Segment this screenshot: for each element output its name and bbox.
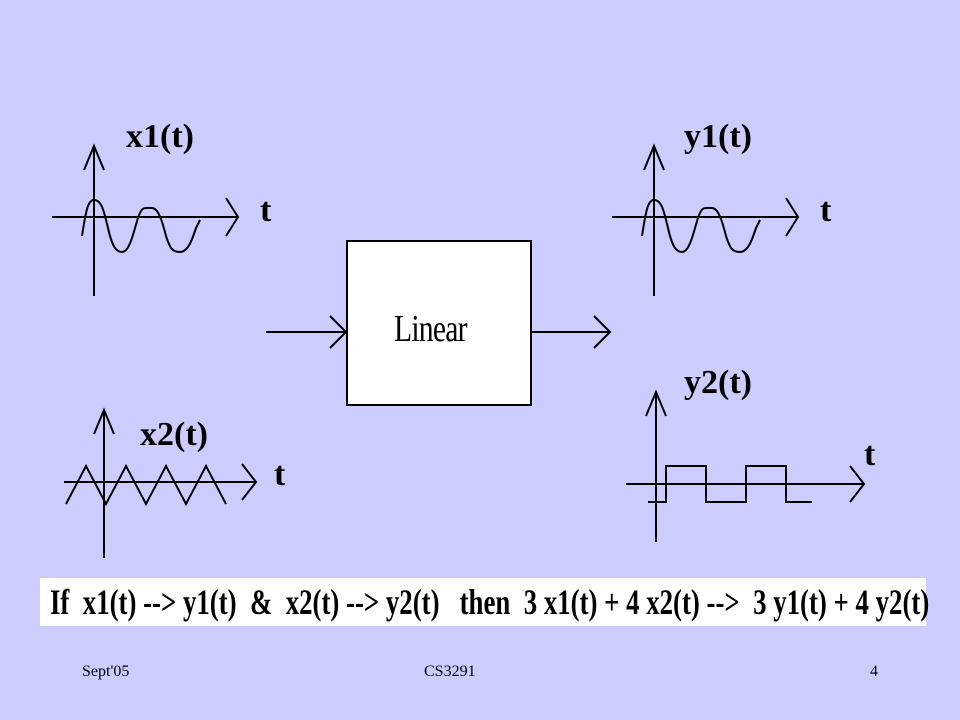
x2-time-label: t xyxy=(274,456,286,493)
footer-page-number: 4 xyxy=(870,663,878,680)
y1-signal-label: y1(t) xyxy=(684,118,752,155)
y1-sine-wave xyxy=(641,198,761,254)
x2-horizontal-arrow xyxy=(241,463,258,501)
x1-horizontal-arrow xyxy=(225,197,240,237)
y2-vertical-arrow xyxy=(645,389,667,417)
linear-system-label: Linear xyxy=(394,308,467,350)
x1-vertical-arrow xyxy=(83,143,105,171)
y1-vertical-arrow xyxy=(643,143,665,171)
x2-signal-label: x2(t) xyxy=(140,416,208,453)
y1-time-label: t xyxy=(820,192,832,229)
y2-horizontal-arrow xyxy=(849,465,866,503)
x1-signal-label: x1(t) xyxy=(126,118,194,155)
output-arrowhead xyxy=(593,315,612,349)
linearity-equation: If x1(t) --> y1(t) & x2(t) --> y2(t) the… xyxy=(50,582,930,622)
y1-horizontal-arrow xyxy=(785,197,800,237)
footer-course: CS3291 xyxy=(424,663,476,680)
x1-sine-wave xyxy=(81,198,201,254)
y2-square-wave xyxy=(648,465,812,503)
footer-date: Sept'05 xyxy=(82,663,130,680)
x2-vertical-arrow xyxy=(93,407,115,435)
y2-time-label: t xyxy=(864,436,876,473)
x1-time-label: t xyxy=(260,192,272,229)
y2-signal-label: y2(t) xyxy=(684,364,752,401)
linear-system-block: Linear xyxy=(346,240,532,406)
linearity-equation-box: If x1(t) --> y1(t) & x2(t) --> y2(t) the… xyxy=(40,578,930,626)
x2-triangle-wave xyxy=(65,463,227,507)
